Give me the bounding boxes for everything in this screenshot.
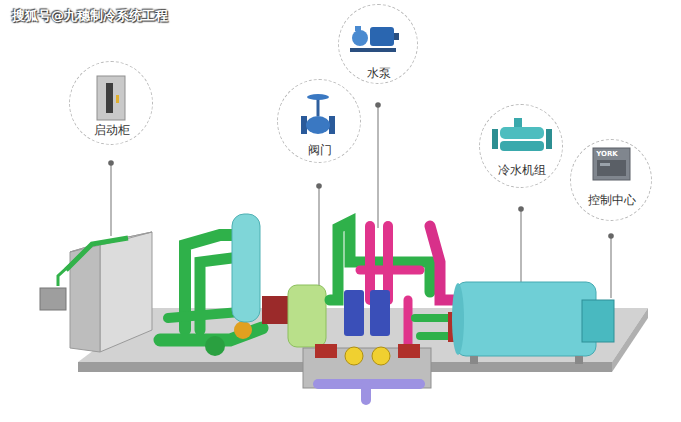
callout-label: 水泵 <box>367 67 391 80</box>
watermark: 搜狐号@九穗制冷系统工程 <box>12 7 168 25</box>
callout-circle: YORK 控制中心 <box>570 139 652 221</box>
callout-circle: 启动柜 <box>69 61 153 145</box>
brand-text: YORK <box>596 151 618 159</box>
callout-circle: 冷水机组 <box>479 104 563 188</box>
callout-label: 阀门 <box>308 144 332 157</box>
callout-label: 控制中心 <box>588 194 636 207</box>
callout-circle: 阀门 <box>277 79 361 163</box>
callout-label: 冷水机组 <box>498 164 546 177</box>
callout-circle: 水泵 <box>338 4 418 84</box>
callout-label: 启动柜 <box>94 124 130 137</box>
